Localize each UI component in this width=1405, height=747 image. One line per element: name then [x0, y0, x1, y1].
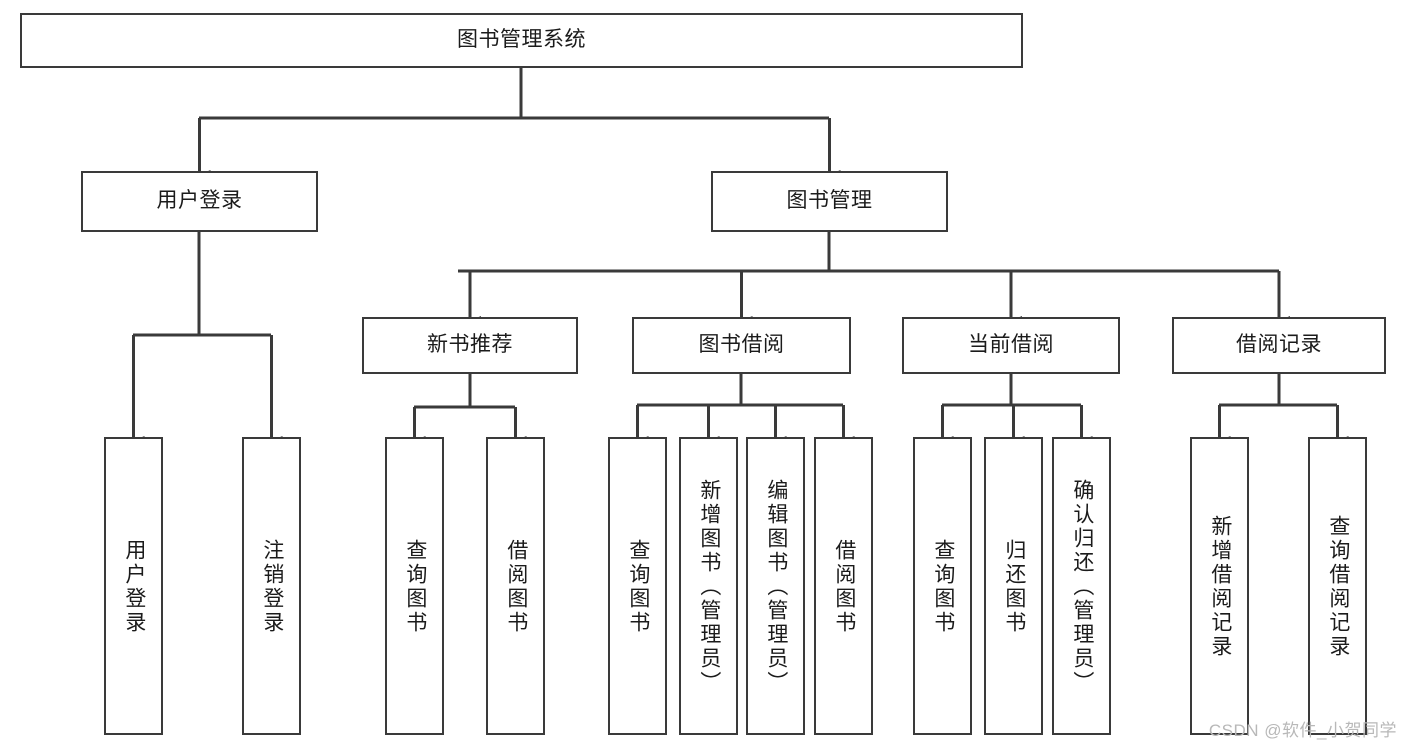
node-new-book-recommend[interactable]: 新书推荐: [362, 317, 578, 374]
node-label: 图书借阅: [698, 333, 785, 357]
node-label: 借阅记录: [1236, 333, 1322, 357]
node-label: 当前借阅: [968, 333, 1054, 357]
node-label: 新增借阅记录: [1208, 515, 1232, 659]
node-leaf-add-book[interactable]: 新增图书（管理员）: [679, 437, 738, 735]
node-leaf-confirm-return[interactable]: 确认归还（管理员）: [1052, 437, 1111, 735]
node-book-manage[interactable]: 图书管理: [711, 171, 948, 232]
node-label: 新增图书（管理员）: [697, 479, 721, 695]
node-book-borrow[interactable]: 图书借阅: [632, 317, 851, 374]
node-label: 用户登录: [156, 189, 243, 213]
node-label: 借阅图书: [832, 539, 856, 635]
node-label: 归还图书: [1002, 539, 1026, 635]
node-leaf-borrow-book[interactable]: 借阅图书: [814, 437, 873, 735]
node-leaf-user-login[interactable]: 用户登录: [104, 437, 163, 735]
node-label: 查询图书: [931, 539, 955, 635]
node-label: 图书管理: [786, 189, 873, 213]
node-label: 确认归还（管理员）: [1070, 479, 1094, 695]
node-leaf-return-book[interactable]: 归还图书: [984, 437, 1043, 735]
node-leaf-edit-book[interactable]: 编辑图书（管理员）: [746, 437, 805, 735]
node-leaf-borrow-book-rec[interactable]: 借阅图书: [486, 437, 545, 735]
node-label: 编辑图书（管理员）: [764, 479, 788, 695]
node-label: 查询借阅记录: [1326, 515, 1350, 659]
node-label: 借阅图书: [504, 539, 528, 635]
watermark: CSDN @软件_小贺同学: [1208, 721, 1397, 740]
node-user-login[interactable]: 用户登录: [81, 171, 318, 232]
node-leaf-add-record[interactable]: 新增借阅记录: [1190, 437, 1249, 735]
node-leaf-logout[interactable]: 注销登录: [242, 437, 301, 735]
node-leaf-query-book-rec[interactable]: 查询图书: [385, 437, 444, 735]
node-leaf-query-record[interactable]: 查询借阅记录: [1308, 437, 1367, 735]
node-label: 注销登录: [260, 539, 284, 635]
node-label: 查询图书: [403, 539, 427, 635]
node-label: 新书推荐: [427, 333, 513, 357]
node-current-borrow[interactable]: 当前借阅: [902, 317, 1120, 374]
node-leaf-query-book-borrow[interactable]: 查询图书: [608, 437, 667, 735]
node-borrow-record[interactable]: 借阅记录: [1172, 317, 1386, 374]
node-label: 查询图书: [626, 539, 650, 635]
node-leaf-query-book-cur[interactable]: 查询图书: [913, 437, 972, 735]
node-label: 图书管理系统: [457, 28, 586, 52]
node-root[interactable]: 图书管理系统: [20, 13, 1023, 68]
node-label: 用户登录: [122, 539, 146, 635]
